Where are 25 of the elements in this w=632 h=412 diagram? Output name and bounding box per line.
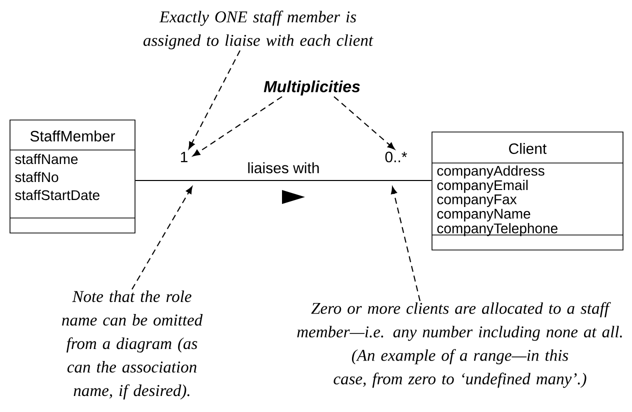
leader-arrow (390, 186, 421, 302)
class-box (432, 132, 624, 250)
leader-arrow (334, 96, 395, 150)
heading-text: Multiplicities (264, 80, 360, 96)
leader-arrow (192, 96, 282, 156)
attribute: companyEmail (437, 180, 528, 193)
multiplicity-label: 1 (180, 152, 188, 162)
edge-label: liaises with (248, 162, 319, 174)
leader-arrow (132, 186, 192, 290)
multiplicity-label: 0..* (385, 152, 408, 162)
attribute: companyFax (437, 194, 517, 208)
attribute: companyTelephone (437, 223, 558, 236)
class-name: Client (509, 142, 547, 154)
attribute: companyAddress (437, 165, 544, 178)
note-text: Zero or more clients are allocated to a staff member—i.e. any number including none at all. (An example of a range—in this case, from zero to ‘undefined many’.) (297, 302, 622, 388)
class-box (10, 120, 136, 234)
class-name: StaffMember (30, 130, 116, 142)
attribute: staffStartDate (15, 190, 100, 200)
leader-arrow (188, 50, 240, 150)
attribute: companyName (437, 208, 530, 222)
association-line (134, 180, 432, 181)
attribute: staffNo (15, 172, 58, 182)
attribute: staffName (15, 154, 78, 164)
note-text: Exactly ONE staff member is assigned to liaise with each client (143, 10, 374, 50)
note-text: Note that the role name can be omitted from a diagram (as can the association name, if desired). (62, 290, 203, 400)
